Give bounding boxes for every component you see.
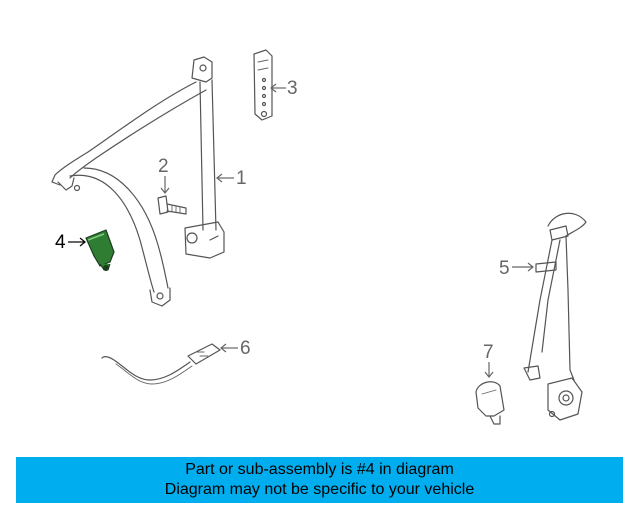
svg-text:1: 1 (236, 168, 247, 189)
part-4-seat-belt-buckle[interactable] (85, 229, 115, 271)
callout-7: 7 (483, 342, 494, 378)
svg-text:4: 4 (55, 232, 66, 253)
callout-2: 2 (158, 156, 170, 194)
svg-text:2: 2 (158, 156, 169, 177)
seat-belt-parts-diagram: 1 2 3 4 5 6 7 (51, 49, 587, 425)
banner-line-disclaimer: Diagram may not be specific to your vehi… (164, 481, 475, 498)
callout-4: 4 (55, 232, 86, 253)
part-6-sensor-harness[interactable] (101, 343, 221, 385)
part-1-seat-belt-retractor[interactable] (51, 56, 225, 307)
part-5-rear-seat-belt[interactable] (523, 212, 587, 421)
svg-text:5: 5 (499, 258, 510, 279)
part-3-height-adjuster[interactable] (253, 49, 273, 121)
banner-line-part-info: Part or sub-assembly is #4 in diagram (185, 461, 454, 478)
svg-text:6: 6 (240, 338, 251, 359)
svg-text:7: 7 (483, 342, 494, 363)
info-banner: Part or sub-assembly is #4 in diagram Di… (16, 457, 623, 503)
callout-1: 1 (216, 168, 247, 189)
callout-6: 6 (220, 338, 251, 359)
part-7-rear-buckle[interactable] (475, 381, 505, 425)
callout-3: 3 (270, 78, 298, 99)
svg-text:3: 3 (287, 78, 298, 99)
part-2-bolt[interactable] (157, 195, 187, 215)
callout-5: 5 (499, 258, 534, 279)
